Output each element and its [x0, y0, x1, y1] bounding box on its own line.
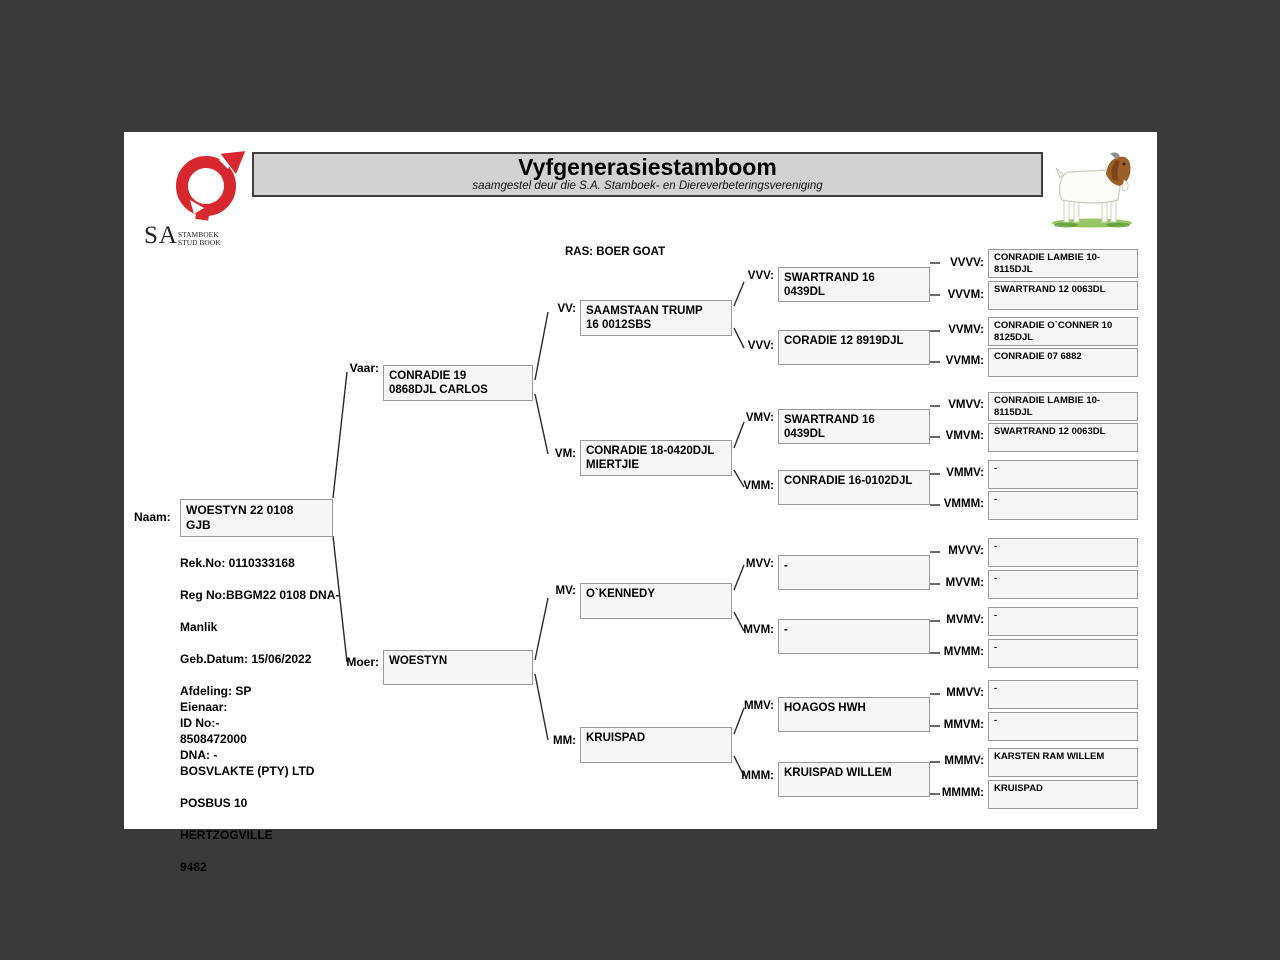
pedigree-node-mvvm: -: [988, 570, 1138, 599]
pedigree-label-mvmm: MVMM:: [943, 646, 984, 658]
pedigree-label-mvv: MVV:: [745, 558, 774, 570]
owner-number: 8508472000: [180, 732, 247, 746]
pedigree-node-vvvv: CONRADIE LAMBIE 10- 8115DJL: [988, 249, 1138, 278]
pedigree-node-mvm: -: [778, 619, 930, 654]
pedigree-node-vmmm: -: [988, 491, 1138, 520]
pedigree-node-mmv: HOAGOS HWH: [778, 697, 930, 732]
pedigree-node-moer: WOESTYN: [383, 650, 533, 685]
pedigree-label-vvvv: VVVV:: [950, 257, 984, 269]
pedigree-label-mvm: MVM:: [743, 624, 774, 636]
subject-sex: Manlik: [180, 620, 218, 634]
subject-details: Rek.No: 0110333168 Reg No:BBGM22 0108 DN…: [180, 539, 380, 779]
pedigree-node-vmm: CONRADIE 16-0102DJL: [778, 470, 930, 505]
pedigree-node-vmvm: SWARTRAND 12 0063DL: [988, 423, 1138, 452]
pedigree-node-mmvm: -: [988, 712, 1138, 741]
sa-stamboek-logo-icon: [176, 151, 246, 221]
owner-postcode: 9482: [180, 860, 207, 874]
pedigree-page: SASTAMBOEK STUD BOOK Vyfgenerasiestamboo…: [124, 132, 1157, 874]
boer-goat-image: [1052, 152, 1132, 228]
pedigree-label-vvmv: VVMV:: [948, 324, 984, 336]
subject-name-label: Naam:: [134, 510, 171, 524]
pedigree-node-mvmv: -: [988, 607, 1138, 636]
pedigree-node-vm: CONRADIE 18-0420DJL MIERTJIE: [580, 440, 732, 476]
pedigree-label-vmvm: VMVM:: [945, 430, 984, 442]
logo-stamboek-text: STAMBOEK: [177, 229, 219, 239]
pedigree-label-vvvm: VVVM:: [947, 289, 984, 301]
subject-birthdate: Geb.Datum: 15/06/2022: [180, 652, 312, 666]
pedigree-node-mv: O`KENNEDY: [580, 583, 732, 619]
subject-dna: DNA: -: [180, 748, 218, 762]
pedigree-label-mvvm: MVVM:: [945, 577, 984, 589]
sa-stamboek-logo: SASTAMBOEK STUD BOOK: [144, 146, 254, 249]
pedigree-node-mmmm: KRUISPAD: [988, 780, 1138, 809]
pedigree-label-vvv2: VVV:: [747, 340, 774, 352]
pedigree-node-vvvm: SWARTRAND 12 0063DL: [988, 281, 1138, 310]
pedigree-node-vaar: CONRADIE 19 0868DJL CARLOS: [383, 365, 533, 401]
pedigree-node-mvv: -: [778, 555, 930, 590]
report-subtitle: saamgestel deur die S.A. Stamboek- en Di…: [472, 180, 823, 192]
pedigree-label-mmm: MMM:: [741, 770, 774, 782]
pedigree-label-vmv: VMV:: [745, 412, 774, 424]
pedigree-label-mv: MV:: [555, 585, 576, 597]
pedigree-node-mmm: KRUISPAD WILLEM: [778, 762, 930, 797]
sa-stamboek-logo-text: SASTAMBOEK STUD BOOK: [144, 222, 254, 250]
owner-address-line1: POSBUS 10: [180, 796, 248, 810]
pedigree-label-mm: MM:: [553, 735, 576, 747]
pedigree-label-mvvv: MVVV:: [948, 545, 984, 557]
pedigree-label-vmvv: VMVV:: [948, 399, 984, 411]
pedigree-node-mm: KRUISPAD: [580, 727, 732, 763]
pedigree-label-mmvv: MMVV:: [946, 687, 984, 699]
pedigree-label-mvmv: MVMV:: [946, 614, 984, 626]
pedigree-node-vvmv: CONRADIE O`CONNER 10 8125DJL: [988, 317, 1138, 346]
pedigree-label-mmmv: MMMV:: [944, 755, 984, 767]
pedigree-label-vvmm: VVMM:: [945, 355, 984, 367]
pedigree-node-vvv1: SWARTRAND 16 0439DL: [778, 267, 930, 302]
owner-name: BOSVLAKTE (PTY) LTD: [180, 764, 315, 778]
report-title: Vyfgenerasiestamboom: [518, 154, 777, 180]
pedigree-node-subject: WOESTYN 22 0108 GJB: [180, 499, 333, 537]
pedigree-node-mvvv: -: [988, 538, 1138, 567]
pedigree-node-vvv2: CORADIE 12 8919DJL: [778, 330, 930, 365]
breed-label: RAS: BOER GOAT: [565, 246, 666, 258]
pedigree-node-vv: SAAMSTAAN TRUMP 16 0012SBS: [580, 300, 732, 336]
owner-address-line2: HERTZOGVILLE: [180, 828, 273, 842]
pedigree-node-mmvv: -: [988, 680, 1138, 709]
pedigree-node-mvmm: -: [988, 639, 1138, 668]
pedigree-node-mmmv: KARSTEN RAM WILLEM: [988, 748, 1138, 777]
pedigree-node-vmv: SWARTRAND 16 0439DL: [778, 409, 930, 444]
pedigree-label-moer: Moer:: [346, 655, 379, 669]
pedigree-node-vmmv: -: [988, 460, 1138, 489]
logo-studbook-text: STUD BOOK: [177, 238, 221, 247]
owner-block: Eienaar: 8508472000 BOSVLAKTE (PTY) LTD …: [180, 683, 400, 891]
subject-regno: Reg No:BBGM22 0108 DNA-: [180, 588, 340, 602]
pedigree-label-vv: VV:: [557, 303, 576, 315]
pedigree-label-vvv1: VVV:: [747, 270, 774, 282]
pedigree-label-vmm: VMM:: [743, 480, 774, 492]
pedigree-label-mmmm: MMMM:: [941, 787, 984, 799]
report-title-bar: Vyfgenerasiestamboom saamgestel deur die…: [252, 152, 1043, 197]
subject-section: Afdeling: SP: [180, 684, 252, 698]
subject-rekno: Rek.No: 0110333168: [180, 556, 295, 570]
pedigree-label-mmv: MMV:: [743, 700, 774, 712]
subject-idno: ID No:-: [180, 716, 220, 730]
owner-label: Eienaar:: [180, 700, 228, 714]
pedigree-node-vmvv: CONRADIE LAMBIE 10- 8115DJL: [988, 392, 1138, 421]
pedigree-label-vm: VM:: [554, 448, 576, 460]
pedigree-label-vmmv: VMMV:: [946, 467, 984, 479]
pedigree-label-mmvm: MMVM:: [943, 719, 984, 731]
pedigree-node-vvmm: CONRADIE 07 6882: [988, 348, 1138, 377]
logo-sa-text: SA: [144, 222, 178, 249]
pedigree-label-vmmm: VMMM:: [943, 498, 984, 510]
pedigree-label-vaar: Vaar:: [349, 361, 379, 375]
